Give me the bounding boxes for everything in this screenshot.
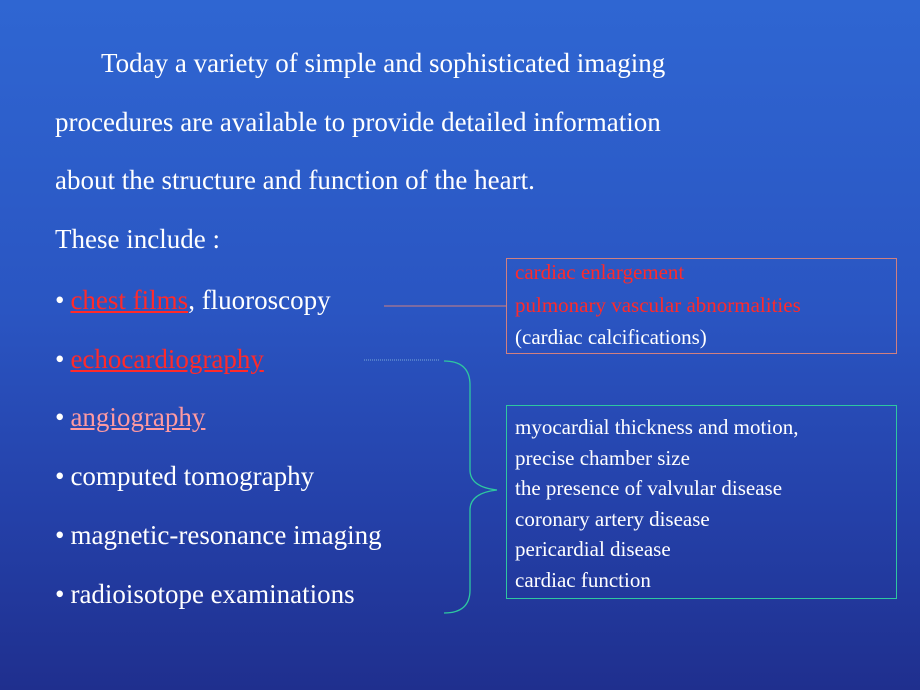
box1-line-1: cardiac enlargement xyxy=(515,260,685,284)
box2-line-5: pericardial disease xyxy=(515,537,671,561)
intro-line-4: These include : xyxy=(55,223,220,254)
list-item-suffix: , fluoroscopy xyxy=(188,285,331,315)
bullet: • xyxy=(55,520,65,550)
chest-films-link[interactable]: chest films xyxy=(70,285,189,315)
list-item-radioisotope: •radioisotope examinations xyxy=(55,578,355,610)
bullet: • xyxy=(55,461,65,491)
list-item-angiography: •angiography xyxy=(55,401,205,433)
angiography-link[interactable]: angiography xyxy=(70,402,206,432)
echocardiography-link[interactable]: echocardiography xyxy=(70,344,264,374)
box2-line-4: coronary artery disease xyxy=(515,506,710,531)
list-item-mri: •magnetic-resonance imaging xyxy=(55,519,382,551)
list-item-computed-tomography: •computed tomography xyxy=(55,460,314,492)
box1-line-2: pulmonary vascular abnormalities xyxy=(515,292,801,317)
intro-line-2: procedures are available to provide deta… xyxy=(55,106,661,137)
bullet: • xyxy=(55,402,65,432)
intro-line-3: about the structure and function of the … xyxy=(55,165,535,195)
box2-line-3: the presence of valvular disease xyxy=(515,476,783,500)
list-item-label: computed tomography xyxy=(70,461,315,491)
list-item-echocardiography: •echocardiography xyxy=(55,343,264,375)
box2-line-6: cardiac function xyxy=(515,567,651,592)
intro-paragraph: Today a variety of simple and sophistica… xyxy=(55,47,665,281)
box1-line-3: (cardiac calcifications) xyxy=(515,325,707,349)
chest-films-findings-box: cardiac enlargement pulmonary vascular a… xyxy=(506,258,897,354)
box2-line-2: precise chamber size xyxy=(515,445,690,470)
bullet: • xyxy=(55,285,65,315)
bullet: • xyxy=(55,344,65,374)
list-item-label: magnetic-resonance imaging xyxy=(70,520,382,550)
list-item-chest-films: •chest films, fluoroscopy xyxy=(55,284,331,316)
curly-brace xyxy=(443,360,498,614)
echo-findings-box: myocardial thickness and motion, precise… xyxy=(506,405,897,599)
list-item-label: radioisotope examinations xyxy=(70,579,355,609)
bullet: • xyxy=(55,579,65,609)
intro-line-1: Today a variety of simple and sophistica… xyxy=(101,48,666,78)
box2-line-1: myocardial thickness and motion, xyxy=(515,415,799,439)
